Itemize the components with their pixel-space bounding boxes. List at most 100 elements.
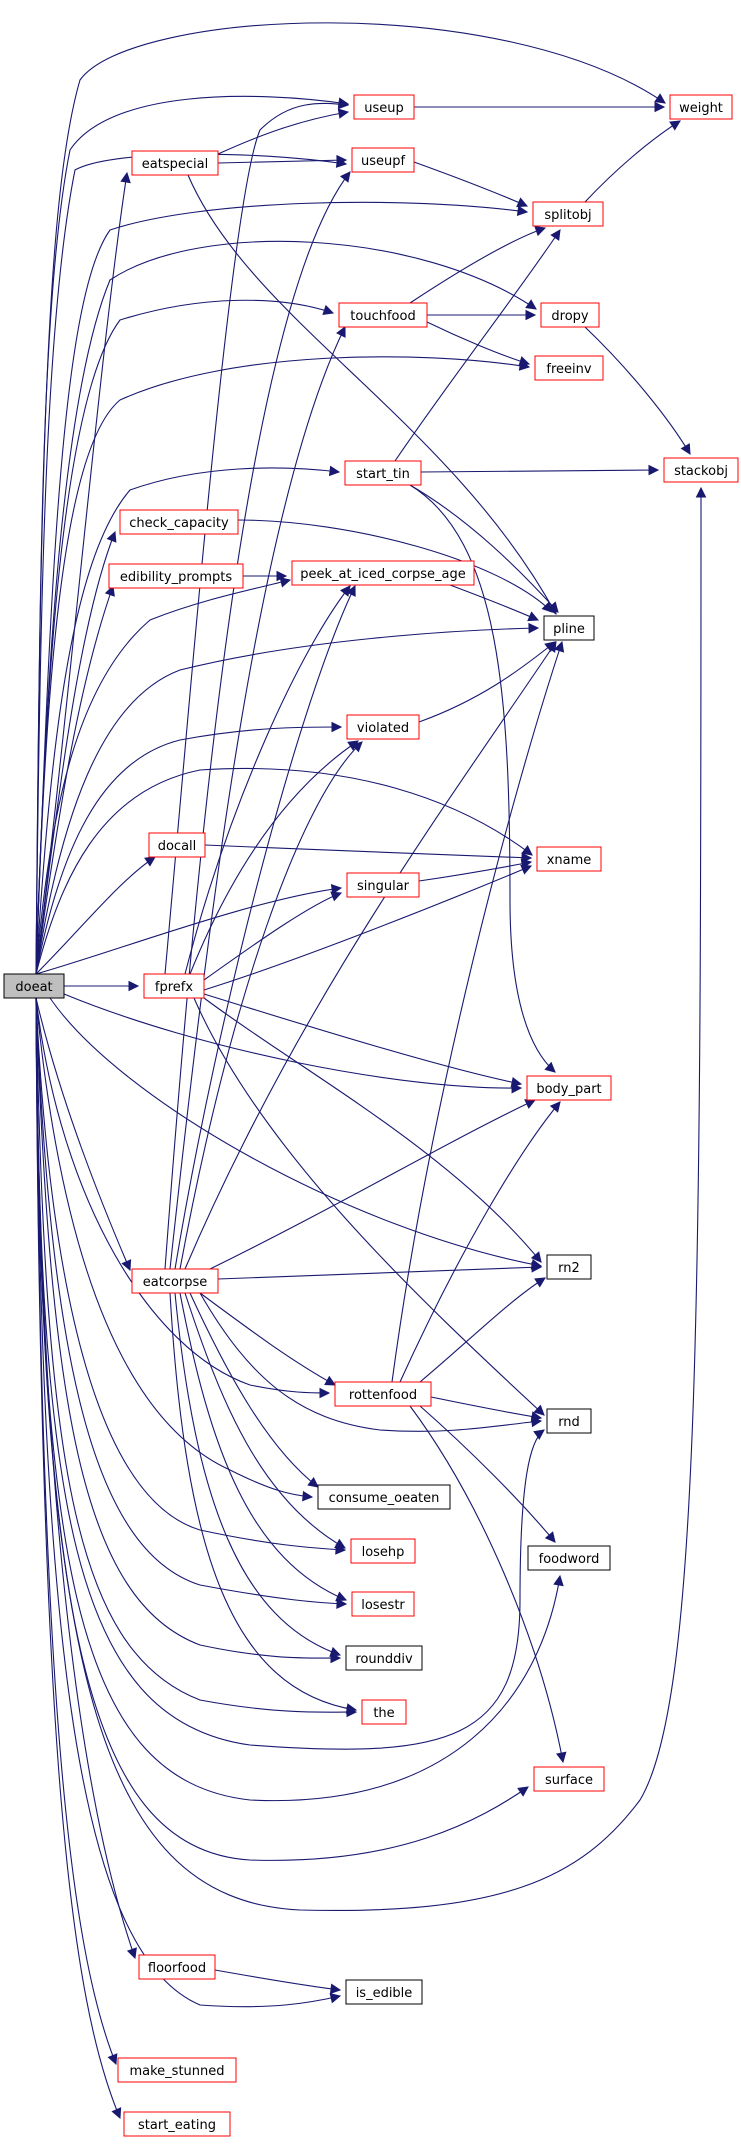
node-label-check-capacity: check_capacity (129, 516, 229, 531)
edge-doeat-docall-arrowhead (144, 856, 156, 867)
node-splitobj[interactable]: splitobj (532, 201, 604, 227)
edge-eatcorpse-peek-arrowhead (346, 584, 356, 597)
edge-fprefx-peek (184, 585, 351, 975)
edge-doeat-start-eating-arrowhead (111, 2107, 122, 2120)
node-foodword[interactable]: foodword (527, 1545, 611, 1571)
node-xname[interactable]: xname (536, 846, 602, 872)
edge-eatcorpse-losestr-arrowhead (335, 1591, 348, 1602)
edge-doeat-rounddiv (35, 997, 341, 1659)
edge-useupf-splitobj-arrowhead (516, 197, 529, 208)
node-dropy[interactable]: dropy (540, 302, 600, 328)
call-edges (35, 22, 707, 2120)
edge-doeat-surface (35, 997, 529, 1861)
edge-doeat-make-stunned-arrowhead (107, 2053, 118, 2066)
node-weight[interactable]: weight (669, 94, 733, 120)
node-start-eating[interactable]: start_eating (123, 2111, 231, 2137)
edge-eatcorpse-rn2 (217, 1266, 542, 1280)
node-stackobj[interactable]: stackobj (663, 457, 739, 483)
edge-doeat-stackobj-arrowhead (695, 486, 707, 498)
node-the[interactable]: the (361, 1699, 407, 1725)
node-freeinv[interactable]: freeinv (534, 355, 604, 381)
node-label-edibility-prompts: edibility_prompts (120, 570, 233, 585)
node-eatcorpse[interactable]: eatcorpse (131, 1268, 219, 1294)
edge-doeat-singular (35, 887, 342, 975)
edge-eatcorpse-violated-arrowhead (351, 741, 363, 753)
edge-eatcorpse-the (169, 1292, 357, 1711)
edge-useup-weight-arrowhead (654, 101, 666, 113)
edge-fprefx-useup (164, 102, 349, 975)
edge-doeat-edibility-prompts (35, 585, 114, 975)
node-eatspecial[interactable]: eatspecial (131, 150, 219, 176)
node-label-floorfood: floorfood (148, 1961, 206, 1976)
edge-doeat-rnd (35, 997, 545, 1750)
node-label-eatspecial: eatspecial (142, 157, 208, 172)
node-label-rounddiv: rounddiv (355, 1652, 413, 1667)
edge-eatcorpse-consume-oeaten (189, 1292, 319, 1488)
edge-start-tin-body-part-arrowhead (544, 1061, 556, 1073)
edge-dropy-stackobj-arrowhead (680, 443, 691, 455)
edge-fprefx-xname-arrowhead (520, 864, 533, 875)
edge-doeat-stackobj (35, 487, 702, 1911)
node-start-tin[interactable]: start_tin (344, 460, 422, 486)
edge-fprefx-rn2 (203, 997, 542, 1263)
node-singular[interactable]: singular (346, 872, 420, 898)
node-docall[interactable]: docall (148, 832, 206, 858)
edge-splitobj-weight-arrowhead (669, 120, 681, 131)
edge-eatcorpse-rounddiv (174, 1292, 341, 1656)
edge-eatcorpse-peek (174, 585, 356, 1270)
edge-eatcorpse-pline-arrowhead (546, 641, 557, 653)
node-label-start-eating: start_eating (138, 2118, 216, 2133)
node-rottenfood[interactable]: rottenfood (334, 1381, 432, 1407)
node-rounddiv[interactable]: rounddiv (345, 1645, 423, 1671)
edge-eatcorpse-body-part-arrowhead (524, 1099, 537, 1109)
node-label-is-edible: is_edible (356, 1986, 413, 2001)
node-label-losestr: losestr (361, 1598, 405, 1613)
edge-eatcorpse-the-arrowhead (345, 1703, 358, 1714)
edge-doeat-splitobj (35, 201, 528, 975)
edge-rottenfood-foodword-arrowhead (544, 1531, 556, 1543)
node-surface[interactable]: surface (533, 1766, 605, 1792)
node-useupf[interactable]: useupf (351, 147, 415, 173)
edge-doeat-consume-oeaten-arrowhead (302, 1490, 314, 1502)
call-nodes: doeat eatspecial check_capacity edibilit… (3, 94, 739, 2137)
node-floorfood[interactable]: floorfood (138, 1954, 216, 1980)
edge-eatcorpse-touchfood-arrowhead (336, 325, 346, 338)
edge-fprefx-useup-arrowhead (337, 98, 350, 110)
node-touchfood[interactable]: touchfood (338, 302, 428, 328)
node-peek-at-iced-corpse-age[interactable]: peek_at_iced_corpse_age (291, 560, 475, 586)
edge-dropy-stackobj (584, 326, 691, 455)
edge-fprefx-rnd-arrowhead (533, 1404, 545, 1416)
node-losehp[interactable]: losehp (350, 1538, 416, 1564)
edge-doeat-the (35, 997, 357, 1713)
node-losestr[interactable]: losestr (351, 1591, 415, 1617)
edge-doeat-splitobj-arrowhead (516, 205, 529, 217)
node-edibility-prompts[interactable]: edibility_prompts (108, 563, 244, 589)
node-label-stackobj: stackobj (674, 464, 728, 479)
edge-doeat-rottenfood (35, 997, 330, 1394)
node-rn2[interactable]: rn2 (546, 1254, 592, 1280)
node-rnd[interactable]: rnd (546, 1408, 592, 1434)
edge-doeat-losehp (35, 997, 346, 1551)
edge-rottenfood-rnd-arrowhead (530, 1411, 543, 1422)
node-label-dropy: dropy (551, 309, 589, 324)
edge-doeat-touchfood (35, 299, 334, 975)
node-make-stunned[interactable]: make_stunned (117, 2057, 237, 2083)
node-doeat[interactable]: doeat (3, 973, 65, 999)
node-label-peek-at-iced-corpse-age: peek_at_iced_corpse_age (300, 567, 466, 582)
node-consume-oeaten[interactable]: consume_oeaten (317, 1484, 451, 1510)
edge-doeat-eatcorpse-arrowhead (121, 1259, 132, 1272)
node-check-capacity[interactable]: check_capacity (119, 509, 239, 535)
edge-eatcorpse-useupf-arrowhead (339, 171, 351, 183)
node-label-pline: pline (553, 622, 585, 637)
node-is-edible[interactable]: is_edible (345, 1979, 423, 2005)
node-label-freeinv: freeinv (546, 362, 591, 377)
node-body-part[interactable]: body_part (526, 1075, 612, 1101)
edge-doeat-violated-arrowhead (331, 721, 343, 733)
edge-floorfood-is-edible (214, 1969, 341, 1991)
node-label-consume-oeaten: consume_oeaten (329, 1491, 440, 1506)
edge-eatspecial-useup (217, 111, 349, 155)
node-fprefx[interactable]: fprefx (143, 973, 205, 999)
node-useup[interactable]: useup (353, 94, 415, 120)
node-violated[interactable]: violated (346, 714, 420, 740)
node-pline[interactable]: pline (543, 615, 595, 641)
